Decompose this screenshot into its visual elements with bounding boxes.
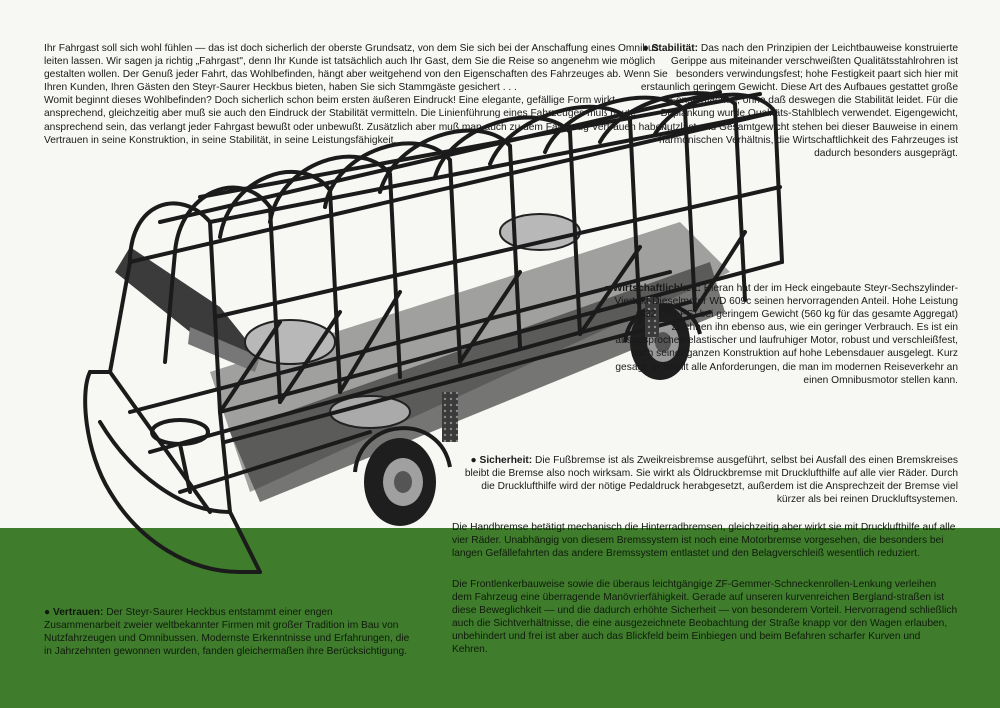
section-heading: Sicherheit: [479,455,533,466]
bullet-icon: ● [642,43,649,54]
section-heading: Stabilität: [651,43,699,54]
section-heading: Wirtschaftlichkeit: [612,283,701,294]
wheel-arch [353,303,702,473]
brakes-paragraph: Die Handbremse betätigt mechanisch die H… [452,522,956,560]
section-text: Der Steyr-Saurer Heckbus entstammt einer… [44,607,410,658]
frame-tubes [83,90,784,574]
section-sicherheit: ● Sicherheit: Die Fußbremse ist als Zwei… [452,454,958,506]
bus-frame-illustration [83,90,784,574]
bullet-icon: ● [603,283,610,294]
intro-paragraph: Ihr Fahrgast soll sich wohl fühlen — das… [44,43,668,94]
intro-text: Ihr Fahrgast soll sich wohl fühlen — das… [44,42,672,147]
section-vertrauen: ● Vertrauen: Der Steyr-Saurer Heckbus en… [44,606,410,658]
green-band [0,528,1000,708]
wheel-front [364,438,436,526]
perforated-bracket [645,297,659,337]
section-text: Das nach den Prinzipien der Leichtbauwei… [640,43,958,159]
intro-paragraph: Womit beginnt dieses Wohlbefinden? Doch … [44,95,670,146]
bullet-icon: ● [470,455,477,466]
steering-paragraph: Die Frontlenkerbauweise sowie die überau… [452,579,958,656]
section-text: Die Fußbremse ist als Zweikreisbremse au… [464,455,958,506]
perforated-bracket [442,392,458,442]
section-wirtschaftlichkeit: ● Wirtschaftlichkeit: Hieran hat der im … [600,282,958,387]
seat-frames [244,213,581,429]
section-text: Hieran hat der im Heck eingebaute Steyr-… [614,283,958,386]
section-heading: Vertrauen: [53,607,104,618]
rear-engine-cover [115,247,260,372]
bullet-icon: ● [44,607,51,618]
section-stabilitaet: ● Stabilität: Das nach den Prinzipien de… [640,42,958,160]
